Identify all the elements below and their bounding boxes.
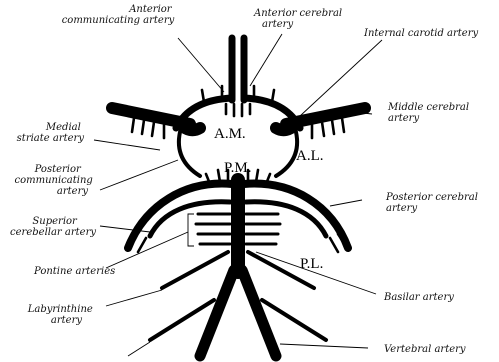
label-labyrinthine: Labyrinthine artery <box>27 304 96 326</box>
posterior-cerebral-artery-left <box>128 184 232 248</box>
anterior-perforator <box>202 90 204 102</box>
region-pl: P.L. <box>300 256 323 272</box>
region-am: A.M. <box>214 126 246 142</box>
striate-branch <box>342 118 344 132</box>
pontine-bracket <box>188 214 194 246</box>
leader-posterior-communicating <box>100 160 178 190</box>
vertebral-artery-left <box>200 270 234 356</box>
striate-branch <box>142 120 144 134</box>
striate-branch <box>152 122 154 136</box>
leader-labyrinthine <box>106 290 162 306</box>
leader-anterior-communicating <box>178 38 224 92</box>
label-internal-carotid: Internal carotid artery <box>363 28 479 39</box>
posterior-communicating-left <box>179 132 200 176</box>
label-anterior-cerebral: Anterior cerebral artery <box>253 8 345 30</box>
leader-vertebral <box>280 344 368 348</box>
leader-bottom-left <box>128 342 150 356</box>
posterolateral-branch <box>138 238 146 252</box>
internal-carotid-right <box>276 124 296 130</box>
label-posterior-communicating: Posterior communicating artery <box>15 164 96 197</box>
posterior-cerebral-artery-right <box>244 184 348 248</box>
label-vertebral: Vertebral artery <box>384 344 466 355</box>
label-medial-striate: Medial striate artery <box>17 122 85 144</box>
region-pm: P.M. <box>224 160 252 176</box>
label-posterior-cerebral: Posterior cerebral artery <box>385 192 481 214</box>
striate-branch <box>132 118 134 132</box>
leader-medial-striate <box>94 140 160 150</box>
arteries <box>112 38 365 356</box>
leader-posterior-cerebral <box>330 200 362 206</box>
vertebral-artery-right <box>242 270 276 356</box>
label-superior-cerebellar: Superior cerebellar artery <box>10 216 96 238</box>
posterolateral-branch <box>330 238 338 252</box>
anterior-perforator <box>272 90 274 102</box>
label-pontine: Pontine arteries <box>33 266 115 277</box>
posterior-communicating-right <box>276 132 297 176</box>
striate-branch <box>332 120 334 134</box>
label-anterior-communicating: Anterior communicating artery <box>62 4 175 26</box>
label-basilar: Basilar artery <box>383 292 454 303</box>
striate-branch <box>322 122 324 136</box>
labyrinthine-artery-left <box>162 252 228 288</box>
region-al: A.L. <box>296 148 324 164</box>
label-middle-cerebral: Middle cerebral artery <box>387 102 472 124</box>
internal-carotid-left <box>180 124 200 130</box>
leader-anterior-cerebral <box>250 34 282 86</box>
